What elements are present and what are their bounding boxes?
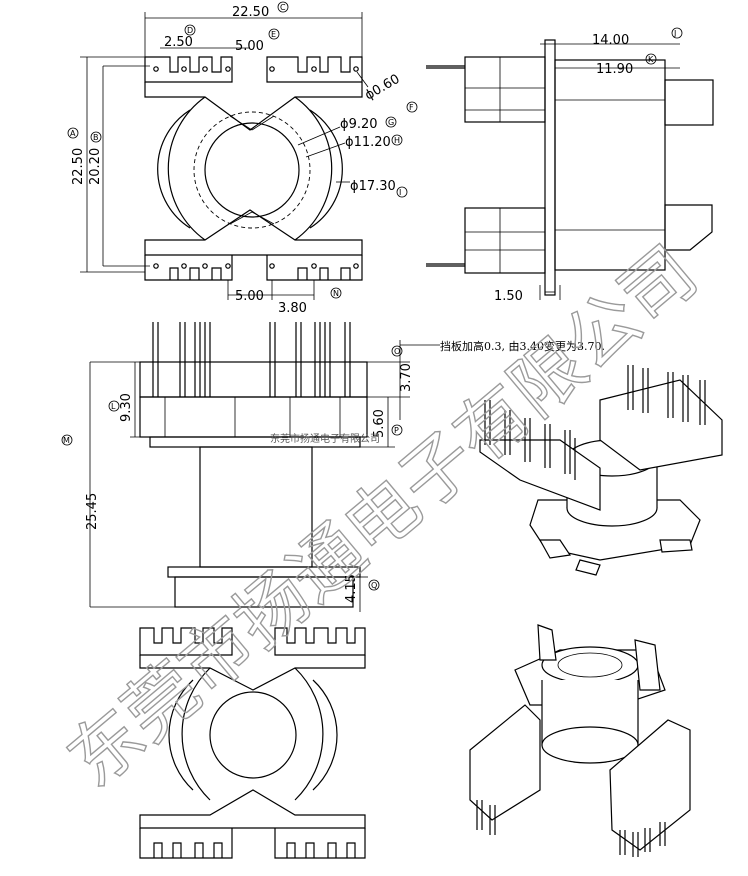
dim-top-width: 22.50 <box>232 5 269 20</box>
dim-phi-i: ϕ17.30 <box>350 179 396 194</box>
top-view-labels: A B C D E F G H I N <box>67 1 418 299</box>
dim-bottom-5: 5.00 <box>235 289 264 304</box>
dim-phi-g: ϕ9.20 <box>340 117 378 132</box>
label-j: J <box>673 29 676 38</box>
dim-415: 4.15 <box>344 574 359 603</box>
label-i: I <box>399 188 401 197</box>
dim-560: 5.60 <box>372 409 387 438</box>
label-o: O <box>394 347 400 356</box>
label-g: G <box>388 118 394 127</box>
label-c: C <box>280 3 286 12</box>
dim-phi-f: ϕ0.60 <box>363 72 403 104</box>
dim-930: 9.30 <box>119 393 134 422</box>
front-view <box>89 322 440 612</box>
label-d: D <box>187 26 193 35</box>
dim-bottom-150: 1.50 <box>494 289 523 304</box>
top-view <box>80 12 369 300</box>
dim-phi-h: ϕ11.20 <box>345 135 391 150</box>
label-k: K <box>648 55 654 64</box>
dim-bottom-380: 3.80 <box>278 301 307 316</box>
dim-370: 3.70 <box>399 363 414 392</box>
dim-height-a: 22.50 <box>71 148 86 185</box>
dim-width-j: 14.00 <box>592 33 629 48</box>
label-n: N <box>333 289 339 298</box>
label-q: Q <box>371 581 377 590</box>
bottom-view <box>139 627 366 859</box>
label-f: F <box>409 103 414 112</box>
dim-width-k: 11.90 <box>596 62 633 77</box>
label-m: M <box>63 436 70 445</box>
label-b: B <box>93 133 99 142</box>
side-view <box>426 39 714 300</box>
change-note: 挡板加高0.3, 由3.40变更为3.70. <box>440 339 605 353</box>
label-p: P <box>394 426 399 435</box>
iso-view-top <box>479 365 723 576</box>
label-h: H <box>394 136 400 145</box>
label-e: E <box>271 30 276 39</box>
dim-height-b: 20.20 <box>88 148 103 185</box>
iso-view-bottom <box>469 624 691 857</box>
dim-2545: 25.45 <box>85 493 100 530</box>
label-l: L <box>111 402 116 411</box>
label-a: A <box>70 129 76 138</box>
dim-pitch-d: 2.50 <box>164 35 193 50</box>
dim-pitch-e: 5.00 <box>235 39 264 54</box>
company-name-small: 东莞市扬通电子有限公司 <box>270 432 380 445</box>
